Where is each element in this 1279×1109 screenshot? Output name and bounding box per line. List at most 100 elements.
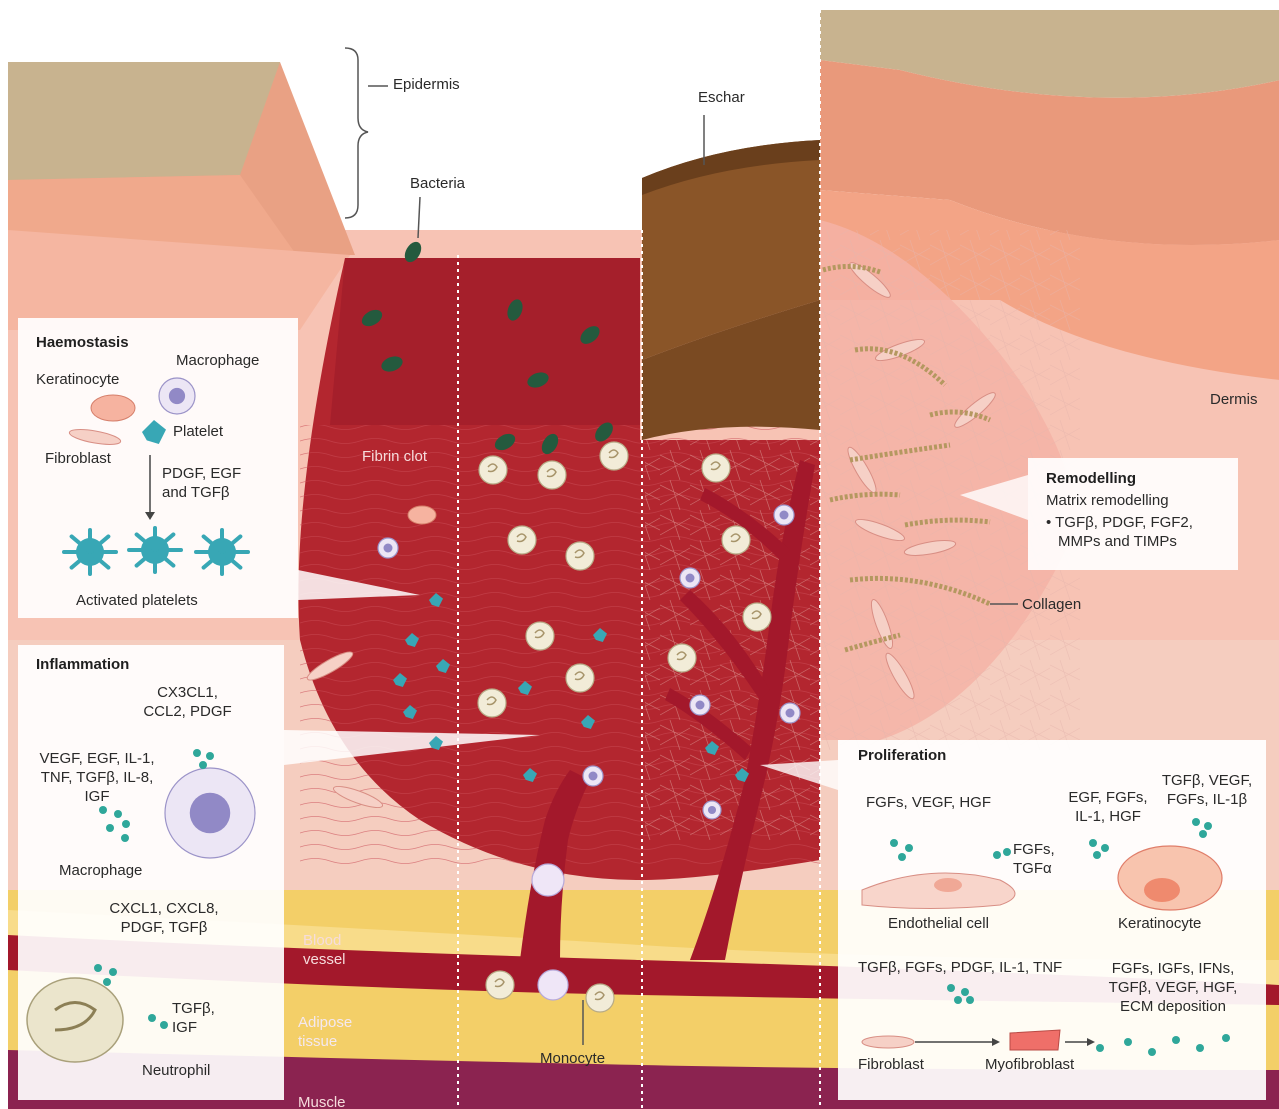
signal-molecule-icon — [1204, 822, 1212, 830]
haemostasis-macrophage-label: Macrophage — [176, 352, 259, 370]
signal-molecule-icon — [1003, 848, 1011, 856]
signal-molecule-icon — [961, 988, 969, 996]
macrophage-nucleus-icon — [780, 511, 789, 520]
keratinocyte-nucleus-icon — [1144, 878, 1180, 902]
macrophage-nucleus-icon — [708, 806, 716, 814]
keratinocyte-output: TGFβ, VEGF,FGFs, IL-1β — [1152, 771, 1262, 809]
signal-molecule-icon — [121, 834, 129, 842]
macrophage-nucleus-icon — [686, 574, 695, 583]
neutrophil-icon — [508, 526, 536, 554]
remodelling-title: Remodelling — [1046, 470, 1136, 487]
neutrophil-icon — [600, 442, 628, 470]
signal-molecule-icon — [1196, 1044, 1204, 1052]
keratinocyte-icon — [91, 395, 135, 421]
neutrophil-icon — [566, 664, 594, 692]
signal-molecule-icon — [1148, 1048, 1156, 1056]
signal-molecule-icon — [966, 996, 974, 1004]
macrophage-nucleus-icon — [169, 388, 185, 404]
left-epidermis-surface — [8, 62, 280, 180]
monocyte-label: Monocyte — [540, 1050, 605, 1068]
signal-molecule-icon — [1093, 851, 1101, 859]
signal-molecule-icon — [947, 984, 955, 992]
signal-molecule-icon — [1199, 830, 1207, 838]
fibroblast-input: TGFβ, FGFs, PDGF, IL-1, TNF — [858, 959, 1062, 977]
fibrin-clot-label: Fibrin clot — [362, 448, 427, 466]
myofibroblast-icon — [1010, 1030, 1060, 1050]
macrophage-nucleus-icon — [589, 772, 598, 781]
signal-molecule-icon — [993, 851, 1001, 859]
signal-molecule-icon — [898, 853, 906, 861]
neutrophil-icon — [722, 526, 750, 554]
haemostasis-title: Haemostasis — [36, 334, 129, 351]
signal-molecule-icon — [160, 1021, 168, 1029]
adipose-tissue-label: Adiposetissue — [298, 1013, 352, 1051]
haemostasis-factors: PDGF, EGFand TGFβ — [162, 464, 241, 502]
signal-molecule-icon — [106, 824, 114, 832]
inflammation-macrophage-label: Macrophage — [59, 862, 142, 880]
keratinocyte-input: EGF, FGFs,IL-1, HGF — [1058, 788, 1158, 826]
keratinocyte-label: Keratinocyte — [1118, 915, 1201, 933]
endothelial-label: Endothelial cell — [888, 915, 989, 933]
haemostasis-fibroblast-label: Fibroblast — [45, 450, 111, 468]
haemostasis-keratinocyte-label: Keratinocyte — [36, 371, 119, 389]
signal-molecule-icon — [890, 839, 898, 847]
neutrophil-label: Neutrophil — [142, 1062, 210, 1080]
signal-molecule-icon — [1089, 839, 1097, 847]
epidermis-label: Epidermis — [393, 76, 460, 94]
neutrophil-icon — [479, 456, 507, 484]
signal-molecule-icon — [1124, 1038, 1132, 1046]
macrophage-factors: VEGF, EGF, IL-1,TNF, TGFβ, IL-8,IGF — [22, 749, 172, 806]
signal-molecule-icon — [103, 978, 111, 986]
fibroblast-icon — [862, 1036, 914, 1048]
macrophage-nucleus-icon — [384, 544, 393, 553]
signal-molecule-icon — [193, 749, 201, 757]
ecm-factors: FGFs, IGFs, IFNs,TGFβ, VEGF, HGF,ECM dep… — [1098, 959, 1248, 1016]
monocyte-icon — [538, 970, 568, 1000]
clot-upper — [330, 258, 640, 425]
signal-molecule-icon — [122, 820, 130, 828]
macrophage-nucleus-icon — [696, 701, 705, 710]
neutrophil-icon — [586, 984, 614, 1012]
signal-molecule-icon — [1101, 844, 1109, 852]
signal-molecule-icon — [148, 1014, 156, 1022]
muscle-label: Muscle — [298, 1094, 346, 1109]
monocyte-icon — [532, 864, 564, 896]
neutrophil-icon — [702, 454, 730, 482]
neutrophil-icon — [478, 689, 506, 717]
neutrophil-icon — [538, 461, 566, 489]
neutrophil-icon — [566, 542, 594, 570]
signal-molecule-icon — [1096, 1044, 1104, 1052]
myofibroblast-label: Myofibroblast — [985, 1056, 1074, 1074]
dermis-label: Dermis — [1210, 391, 1258, 409]
proliferation-title: Proliferation — [858, 747, 946, 764]
proliferation-fibroblast-label: Fibroblast — [858, 1056, 924, 1074]
endothelial-nucleus-icon — [934, 878, 962, 892]
haemostasis-platelet-label: Platelet — [173, 423, 223, 441]
neutrophil-icon — [27, 978, 123, 1062]
neutrophil-icon — [486, 971, 514, 999]
remodelling-subtitle: Matrix remodelling — [1046, 492, 1169, 510]
epidermis-brace — [345, 48, 368, 218]
signal-molecule-icon — [199, 761, 207, 769]
signal-molecule-icon — [99, 806, 107, 814]
signal-molecule-icon — [954, 996, 962, 1004]
signal-molecule-icon — [1222, 1034, 1230, 1042]
signal-molecule-icon — [114, 810, 122, 818]
endothelial-output: FGFs,TGFα — [1013, 840, 1055, 878]
neutrophil-factors: TGFβ,IGF — [172, 999, 215, 1037]
neutrophil-icon — [743, 603, 771, 631]
signal-molecule-icon — [206, 752, 214, 760]
signal-molecule-icon — [1192, 818, 1200, 826]
eschar-label: Eschar — [698, 89, 745, 107]
signal-molecule-icon — [905, 844, 913, 852]
neutrophil-icon — [526, 622, 554, 650]
neutrophil-chemokines: CXCL1, CXCL8,PDGF, TGFβ — [94, 899, 234, 937]
signal-molecule-icon — [94, 964, 102, 972]
collagen-label: Collagen — [1022, 596, 1081, 614]
bacteria-label: Bacteria — [410, 175, 465, 193]
macrophage-nucleus-icon — [190, 793, 231, 834]
signal-molecule-icon — [1172, 1036, 1180, 1044]
macrophage-nucleus-icon — [786, 709, 795, 718]
